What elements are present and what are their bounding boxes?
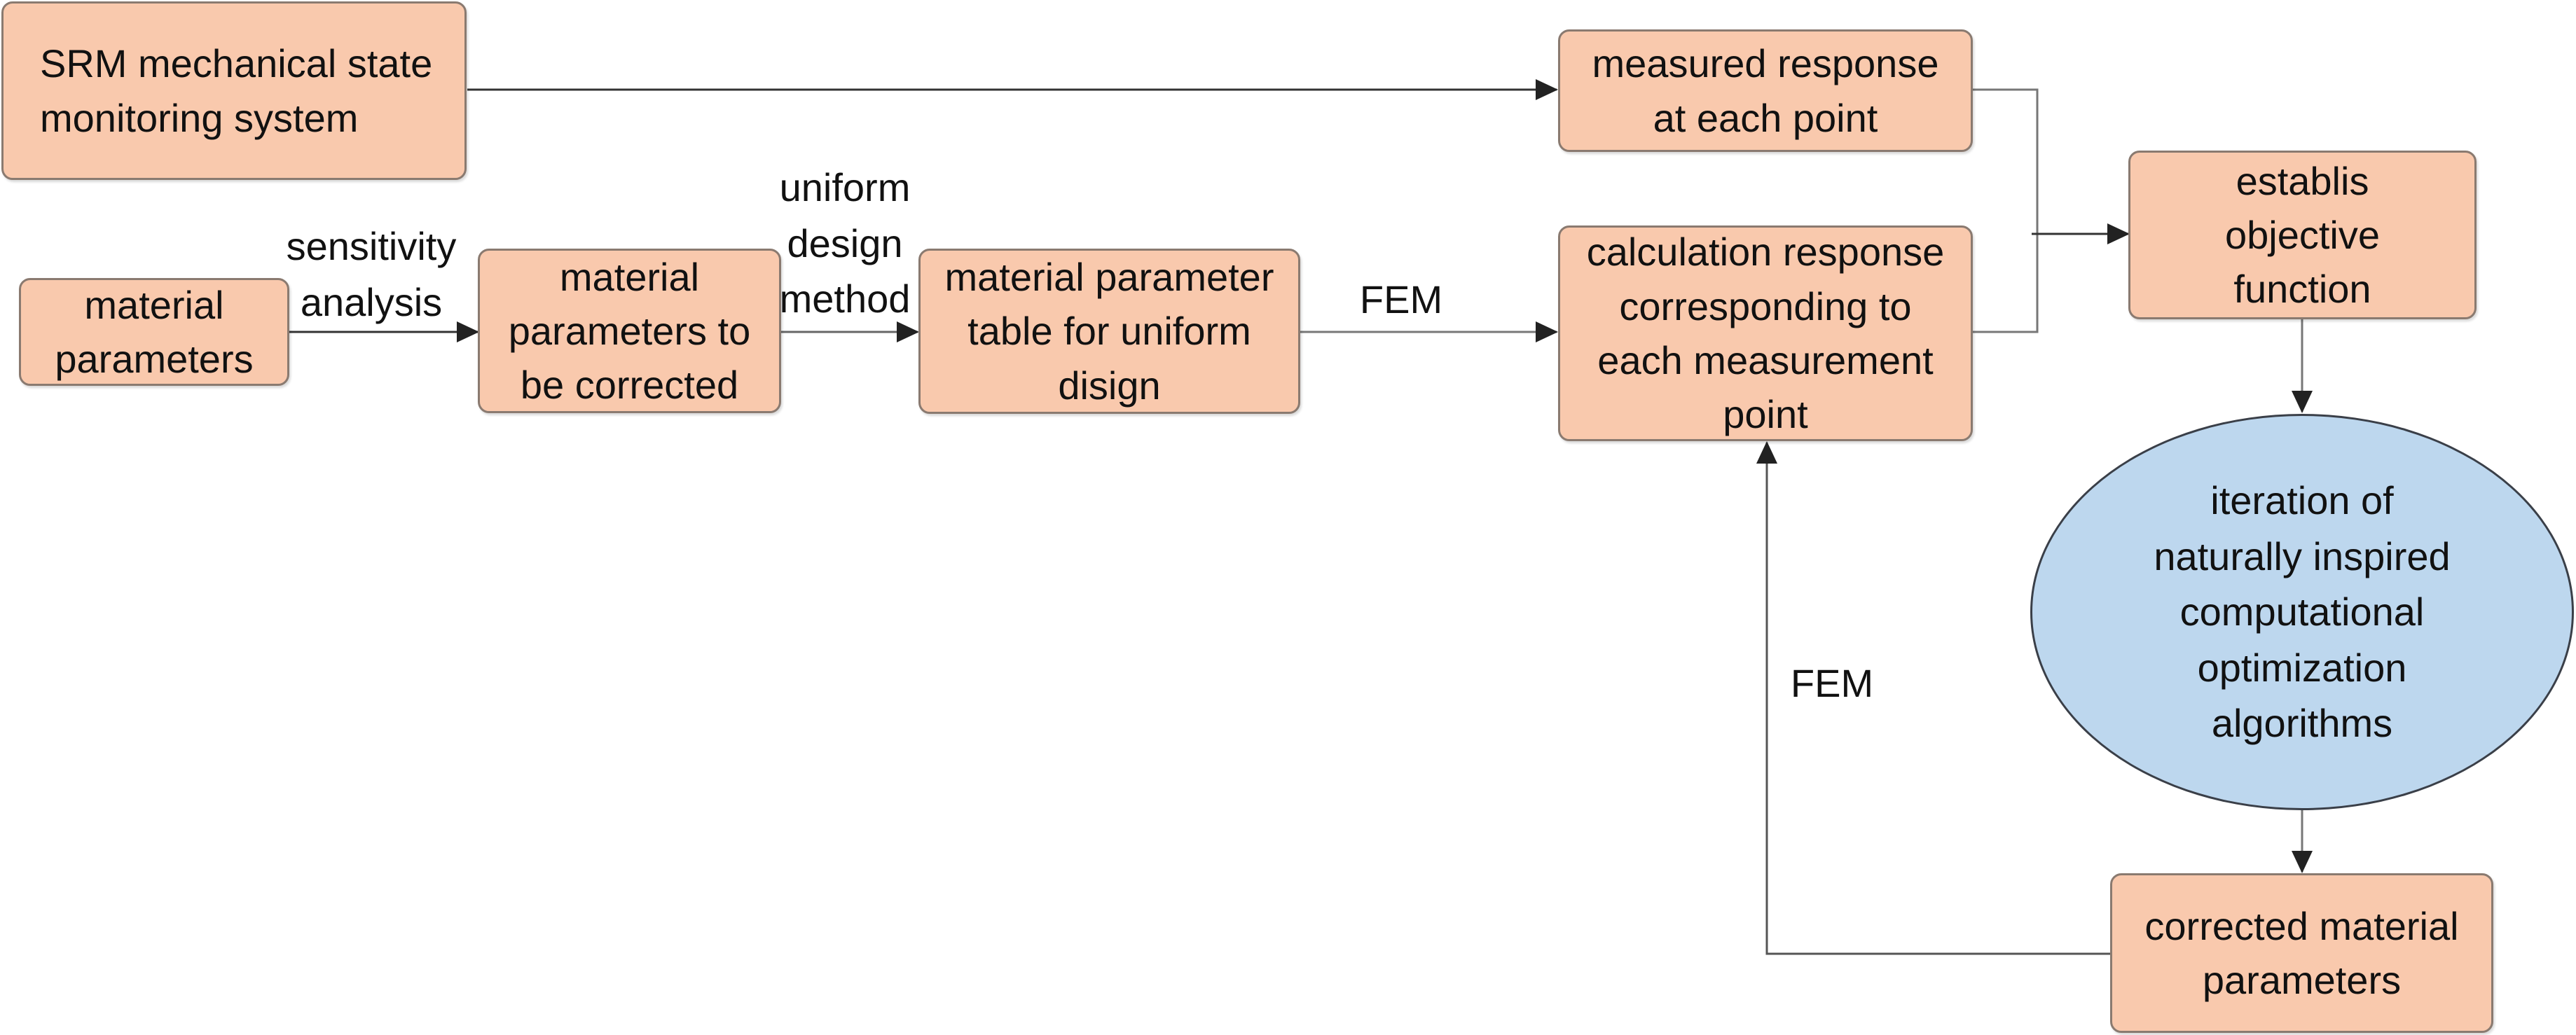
node-corrected-params: corrected material parameters xyxy=(2110,873,2493,1033)
node-objective-function-text: establis objective function xyxy=(2224,158,2381,312)
node-calculation-response: calculation response corresponding to ea… xyxy=(1558,225,1973,441)
node-calculation-response-text: calculation response corresponding to ea… xyxy=(1586,230,1945,437)
node-srm-system: SRM mechanical state monitoring system xyxy=(1,1,467,180)
node-params-to-correct-text: material parameters to be corrected xyxy=(508,254,751,408)
edge-label-fem-feedback: FEM xyxy=(1790,661,1874,705)
node-measured-response: measured response at each point xyxy=(1558,29,1973,152)
node-corrected-params-text: corrected material parameters xyxy=(2144,903,2459,1002)
node-objective-function: establis objective function xyxy=(2128,151,2477,319)
edge-label-sensitivity: sensitivity analysis xyxy=(286,224,457,324)
edge-label-fem-forward: FEM xyxy=(1359,277,1443,321)
edge-corrected-to-calculation xyxy=(1756,441,2110,955)
node-param-table: material parameter table for uniform dis… xyxy=(918,249,1300,414)
edge-label-uniform-design: uniform design method xyxy=(779,165,911,321)
edge-calculation-to-junction xyxy=(1972,234,2039,333)
node-srm-system-text: SRM mechanical state monitoring system xyxy=(40,41,433,140)
edge-measured-to-junction xyxy=(1972,88,2039,234)
node-optimization: iteration of naturally inspired computat… xyxy=(2030,414,2574,810)
node-material-parameters-text: material parameters xyxy=(55,282,254,381)
node-material-parameters: material parameters xyxy=(19,278,289,386)
node-optimization-text: iteration of naturally inspired computat… xyxy=(2154,478,2451,746)
node-param-table-text: material parameter table for uniform dis… xyxy=(944,255,1274,408)
node-params-to-correct: material parameters to be corrected xyxy=(478,249,781,413)
node-measured-response-text: measured response at each point xyxy=(1592,41,1939,140)
